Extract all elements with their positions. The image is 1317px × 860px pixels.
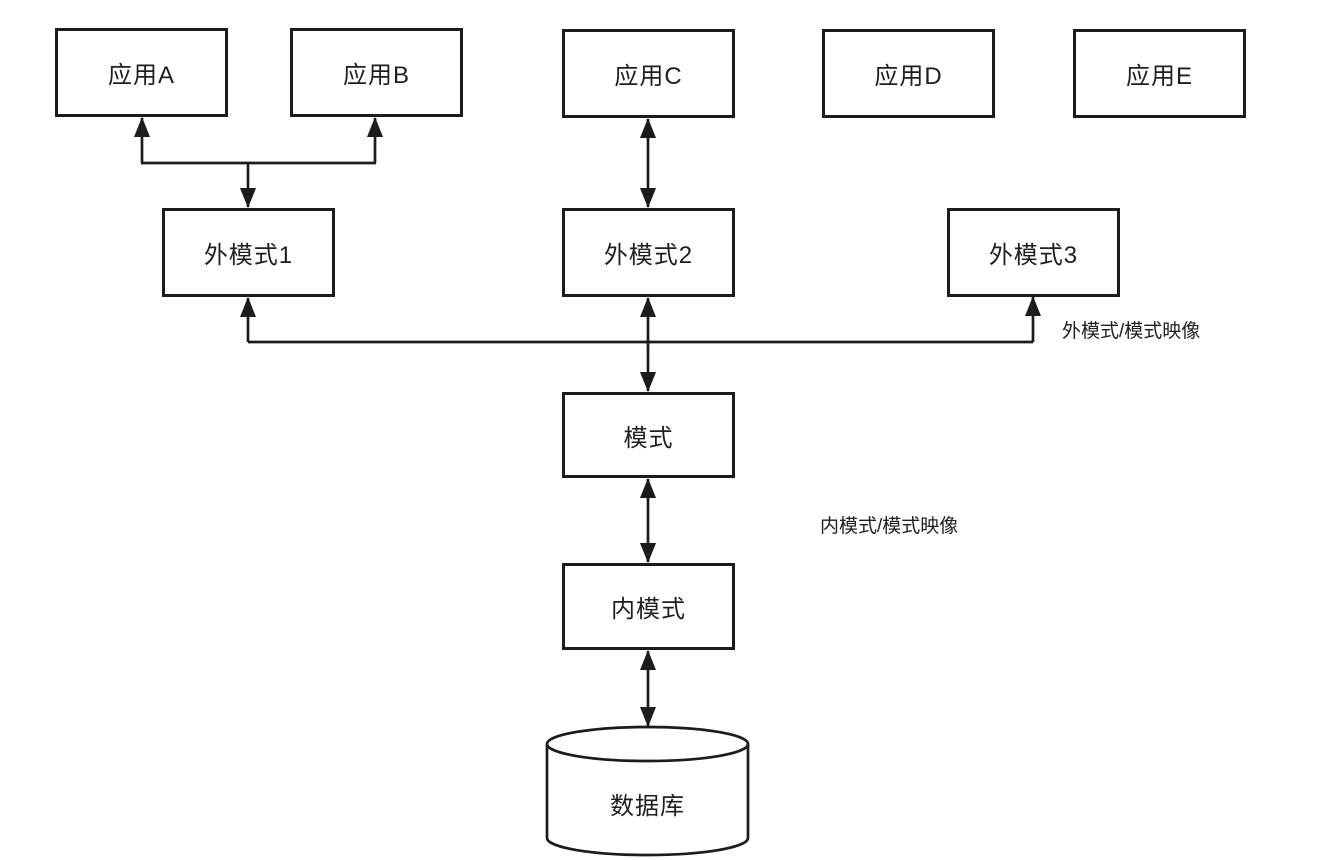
app-d-node: 应用D: [822, 29, 995, 118]
app-e-node: 应用E: [1073, 29, 1246, 118]
external-schema-3-node: 外模式3: [947, 208, 1120, 297]
edge-external-schemas-schema: [240, 296, 1041, 392]
edge-appA-appB-ext1: [134, 117, 383, 208]
external-schema-1-node: 外模式1: [162, 208, 335, 297]
app-c-node: 应用C: [562, 29, 735, 118]
internal-schema-node: 内模式: [562, 563, 735, 650]
database-cylinder: [545, 725, 750, 857]
schema-node: 模式: [562, 392, 735, 478]
internal-mapping-label: 内模式/模式映像: [820, 516, 959, 537]
database-label: 数据库: [610, 793, 685, 820]
external-mapping-label: 外模式/模式映像: [1062, 321, 1201, 342]
external-schema-2-node: 外模式2: [562, 208, 735, 297]
app-b-node: 应用B: [290, 28, 463, 117]
app-a-node: 应用A: [55, 28, 228, 117]
